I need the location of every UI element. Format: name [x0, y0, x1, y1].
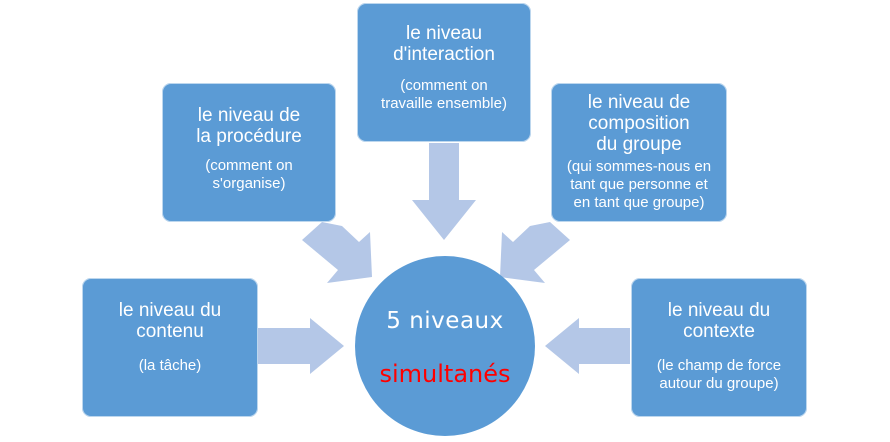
arrow-contexte: [545, 318, 630, 374]
box-contexte-title: le niveau du contexte: [667, 300, 771, 342]
arrow-composition: [500, 222, 570, 283]
center-highlight: simultanés: [379, 360, 511, 388]
box-composition: le niveau de composition du groupe (qui …: [551, 83, 727, 222]
box-composition-subtitle: (qui sommes-nous en tant que personne et…: [566, 158, 712, 211]
box-composition-title: le niveau de composition du groupe: [587, 92, 691, 155]
center-title: 5 niveaux: [386, 308, 504, 334]
box-contexte-subtitle: (le champ de force autour du groupe): [656, 357, 782, 392]
box-interaction-subtitle: (comment on travaille ensemble): [381, 77, 507, 112]
box-procedure-subtitle: (comment on s'organise): [205, 157, 293, 192]
box-contenu-title: le niveau du contenu: [118, 300, 222, 342]
box-interaction-title: le niveau d'interaction: [393, 23, 495, 65]
arrow-interaction: [412, 143, 476, 240]
arrow-contenu: [258, 318, 344, 374]
box-procedure: le niveau de la procédure (comment on s'…: [162, 83, 336, 222]
box-procedure-title: le niveau de la procédure: [196, 105, 302, 147]
arrow-procedure: [302, 222, 372, 283]
box-contexte: le niveau du contexte (le champ de force…: [631, 278, 807, 417]
box-interaction: le niveau d'interaction (comment on trav…: [357, 3, 531, 142]
center-circle: 5 niveaux simultanés: [355, 256, 535, 436]
box-contenu-subtitle: (la tâche): [138, 357, 202, 374]
box-contenu: le niveau du contenu (la tâche): [82, 278, 258, 417]
